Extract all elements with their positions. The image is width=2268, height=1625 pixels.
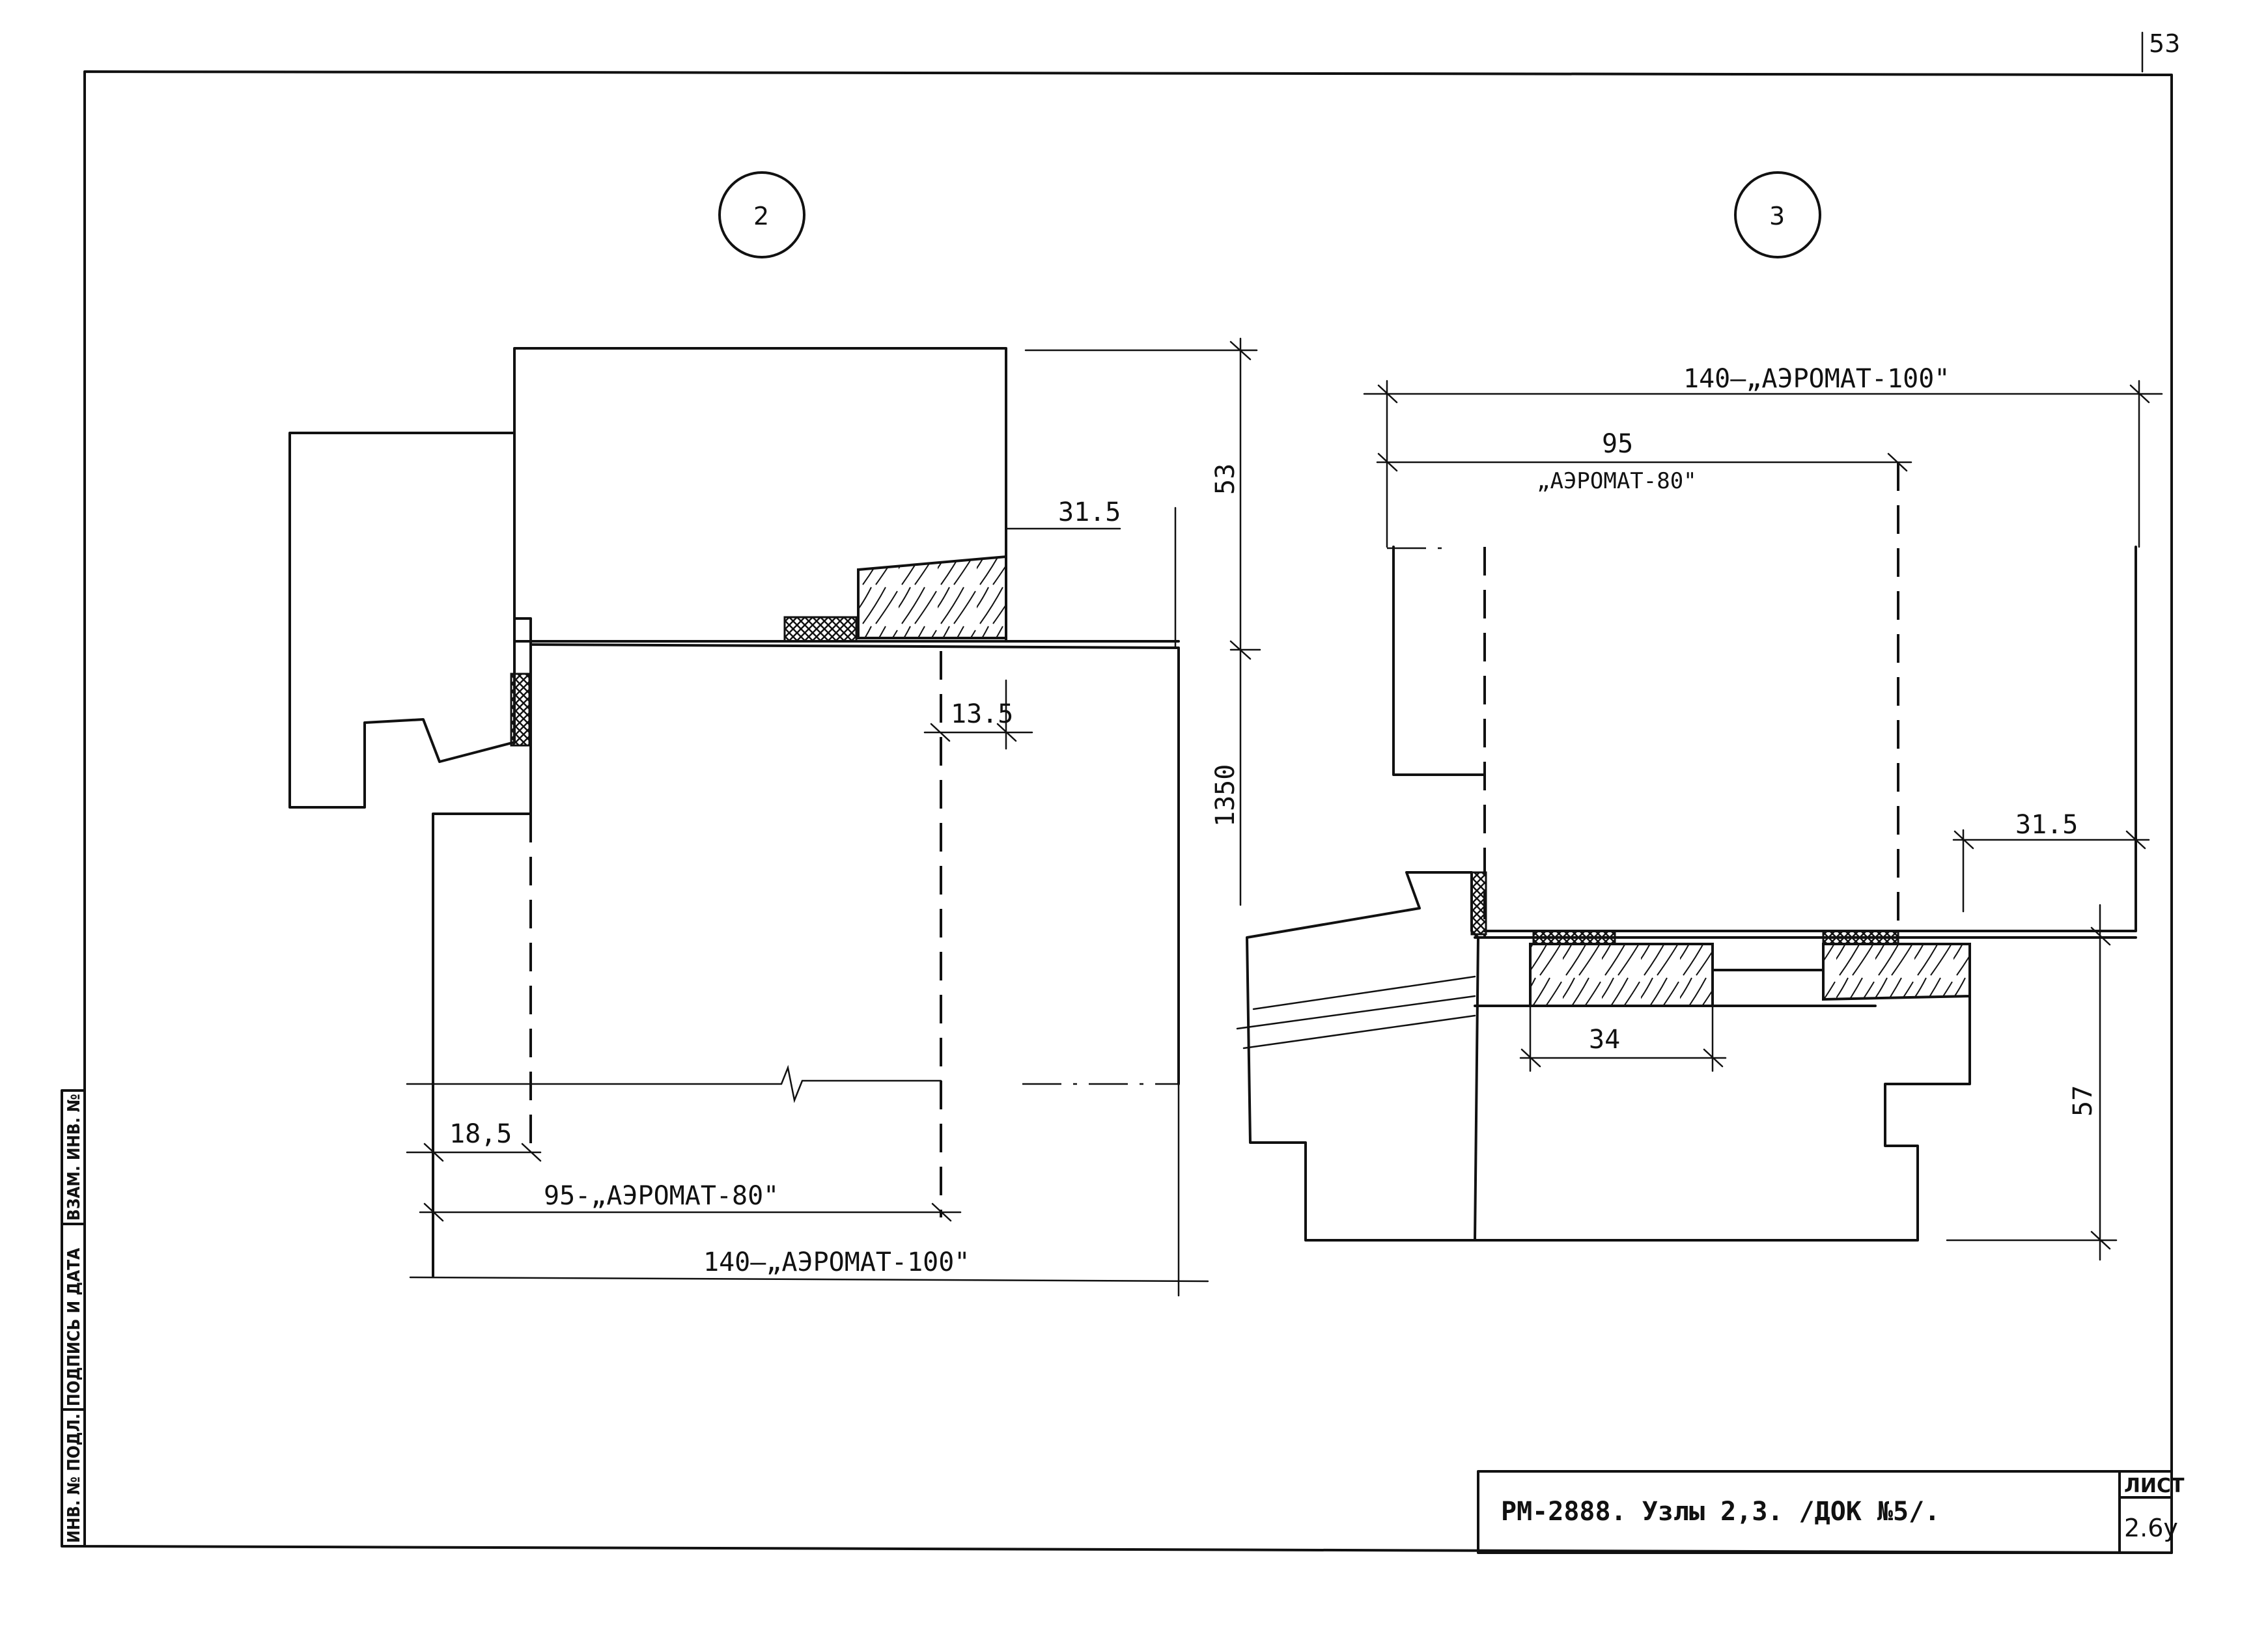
title-block: [1477, 1470, 2173, 1554]
node-2-dim-18-5: 18,5: [449, 1119, 512, 1149]
node-2-dim-53: 53: [1211, 464, 1240, 495]
node-2-dim-13-5: 13.5: [951, 699, 1013, 729]
side-stamp-vzam: ВЗАМ. ИНВ. №: [64, 1094, 84, 1221]
node-3-sash-outline: [1392, 546, 2137, 932]
node-3-dim-31-5: 31.5: [2015, 810, 2078, 840]
node-3-wood-insert-right: [1822, 943, 1971, 1001]
page-corner-number: 53: [2149, 29, 2180, 58]
node-2-callout-circle: [718, 171, 805, 258]
node-3-callout-circle: [1734, 171, 1821, 258]
side-stamp-inv-podl: ИНВ. № ПОДЛ.: [64, 1413, 84, 1543]
node-3: 3 140—„АЭРОМАТ-100" 95 „АЭРОМАТ-80" 31.5: [1236, 171, 2163, 1261]
side-stamp-podpis: ПОДПИСЬ И ДАТА: [64, 1248, 84, 1406]
node-2-wood-strip: [857, 555, 1007, 639]
node-2-callout-number: 2: [753, 202, 769, 230]
node-2-seal-top: [783, 616, 858, 643]
node-3-seal-side: [1470, 871, 1487, 936]
node-2-seal-side: [510, 673, 531, 747]
node-3-dim-57: 57: [2068, 1085, 2098, 1117]
node-3-seal-right: [1822, 930, 1899, 945]
node-3-seal-left: [1532, 930, 1616, 945]
node-2-dim-1350: 1350: [1211, 764, 1240, 827]
node-2-lower-block: [529, 643, 1180, 1085]
node-3-wood-insert-left: [1529, 943, 1714, 1007]
node-2: 2 53 1350 31.5 13.5: [288, 171, 1261, 1297]
side-stamp: ИНВ. № ПОДЛ. ПОДПИСЬ И ДАТА ВЗАМ. ИНВ. №: [61, 1089, 86, 1548]
node-3-sill-profile: [1246, 871, 1479, 1242]
node-3-dim-95: 95: [1602, 429, 1633, 459]
node-2-break-line: [406, 1064, 942, 1104]
title-block-text: РМ-2888. Узлы 2,3. /ДОК №5/.: [1501, 1497, 1940, 1527]
sheet-label: ЛИСТ: [2124, 1475, 2185, 1497]
node-3-dim-95-label: „АЭРОМАТ-80": [1537, 468, 1697, 494]
sheet-number: 2.6у: [2124, 1514, 2178, 1542]
node-2-frame-profile: [288, 432, 532, 1277]
sheet-frame: [83, 31, 2173, 1554]
node-3-callout-number: 3: [1769, 202, 1785, 230]
node-3-dim-140: 140—„АЭРОМАТ-100": [1683, 364, 1950, 394]
node-3-dim-34: 34: [1589, 1025, 1620, 1055]
node-2-dim-95: 95-„АЭРОМАТ-80": [544, 1181, 779, 1211]
node-2-dim-31-5: 31.5: [1058, 497, 1121, 527]
node-2-dim-140: 140—„АЭРОМАТ-100": [703, 1247, 970, 1277]
